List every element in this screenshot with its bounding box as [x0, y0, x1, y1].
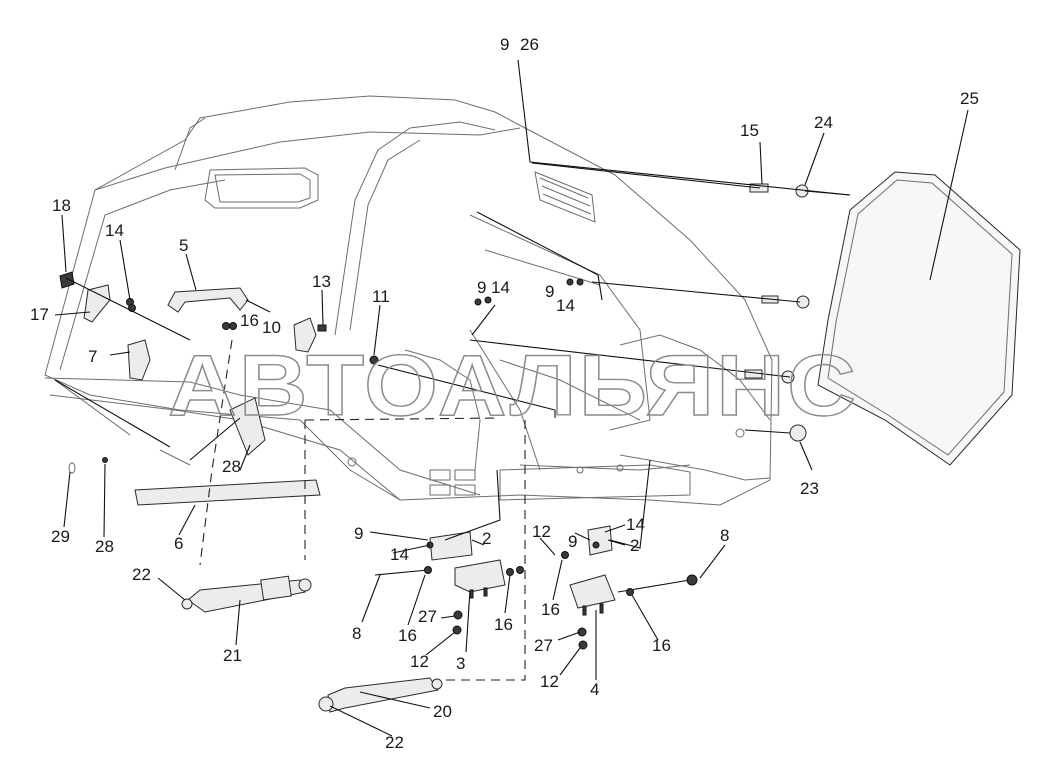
callout-labels: 9 26 25 15 24 18 14 5 13 11 9 14 9 14 17…	[30, 35, 979, 752]
callout-11: 11	[372, 287, 390, 306]
callout-14-a: 14	[105, 221, 124, 240]
left-latch-parts	[59, 271, 379, 381]
callout-9-right: 9	[545, 282, 554, 301]
callout-16-top: 16	[240, 311, 259, 330]
callout-14-l: 14	[390, 545, 409, 564]
callout-27-r: 27	[534, 636, 553, 655]
seal-strip	[54, 379, 321, 506]
callout-16-r: 16	[541, 600, 560, 619]
callout-22-bot: 22	[385, 733, 404, 752]
callout-12-br: 12	[540, 672, 559, 691]
callout-23: 23	[800, 479, 819, 498]
callout-22-top: 22	[132, 565, 151, 584]
callout-18: 18	[52, 196, 71, 215]
callout-21: 21	[223, 646, 242, 665]
leader-lines	[54, 59, 969, 737]
callout-10: 10	[262, 318, 281, 337]
callout-17: 17	[30, 305, 49, 324]
grab-handle	[167, 287, 249, 313]
cab-body	[44, 95, 773, 506]
upper-strut	[229, 397, 266, 456]
callout-24: 24	[814, 113, 833, 132]
callout-8-l: 8	[352, 624, 361, 643]
watermark: АВТОАЛЬЯНС	[168, 338, 858, 434]
gas-strut-21	[181, 575, 312, 613]
bracket-3	[429, 531, 506, 635]
dashed-guides	[199, 339, 526, 681]
callout-16-mid: 16	[494, 615, 513, 634]
callout-9-l: 9	[354, 524, 363, 543]
callout-12-bl: 12	[410, 652, 429, 671]
callout-26: 26	[520, 35, 539, 54]
callout-16-far: 16	[652, 636, 671, 655]
callout-2-r: 2	[630, 536, 639, 555]
callout-28-b: 28	[95, 537, 114, 556]
callout-5: 5	[179, 236, 188, 255]
callout-20: 20	[433, 702, 452, 721]
callout-6: 6	[174, 534, 183, 553]
callout-15: 15	[740, 121, 759, 140]
callout-28-a: 28	[222, 457, 241, 476]
bolts	[68, 278, 698, 596]
gas-strut-20	[318, 677, 443, 713]
callout-4: 4	[590, 680, 599, 699]
callout-27-l: 27	[418, 607, 437, 626]
callout-3: 3	[456, 654, 465, 673]
window-panel	[817, 171, 1021, 466]
callout-9-top: 9	[500, 35, 509, 54]
callout-14-right: 14	[556, 296, 575, 315]
callout-25: 25	[960, 89, 979, 108]
callout-14-r: 14	[626, 515, 645, 534]
callout-13: 13	[312, 272, 331, 291]
callout-12-l: 12	[532, 522, 551, 541]
callout-8-r: 8	[720, 526, 729, 545]
callout-9-mid: 9	[477, 278, 486, 297]
callout-9-r: 9	[568, 532, 577, 551]
callout-7: 7	[88, 347, 97, 366]
callout-29: 29	[51, 527, 70, 546]
callout-14-mid: 14	[491, 278, 510, 297]
callout-16-l: 16	[398, 626, 417, 645]
callout-2-l: 2	[482, 529, 491, 548]
